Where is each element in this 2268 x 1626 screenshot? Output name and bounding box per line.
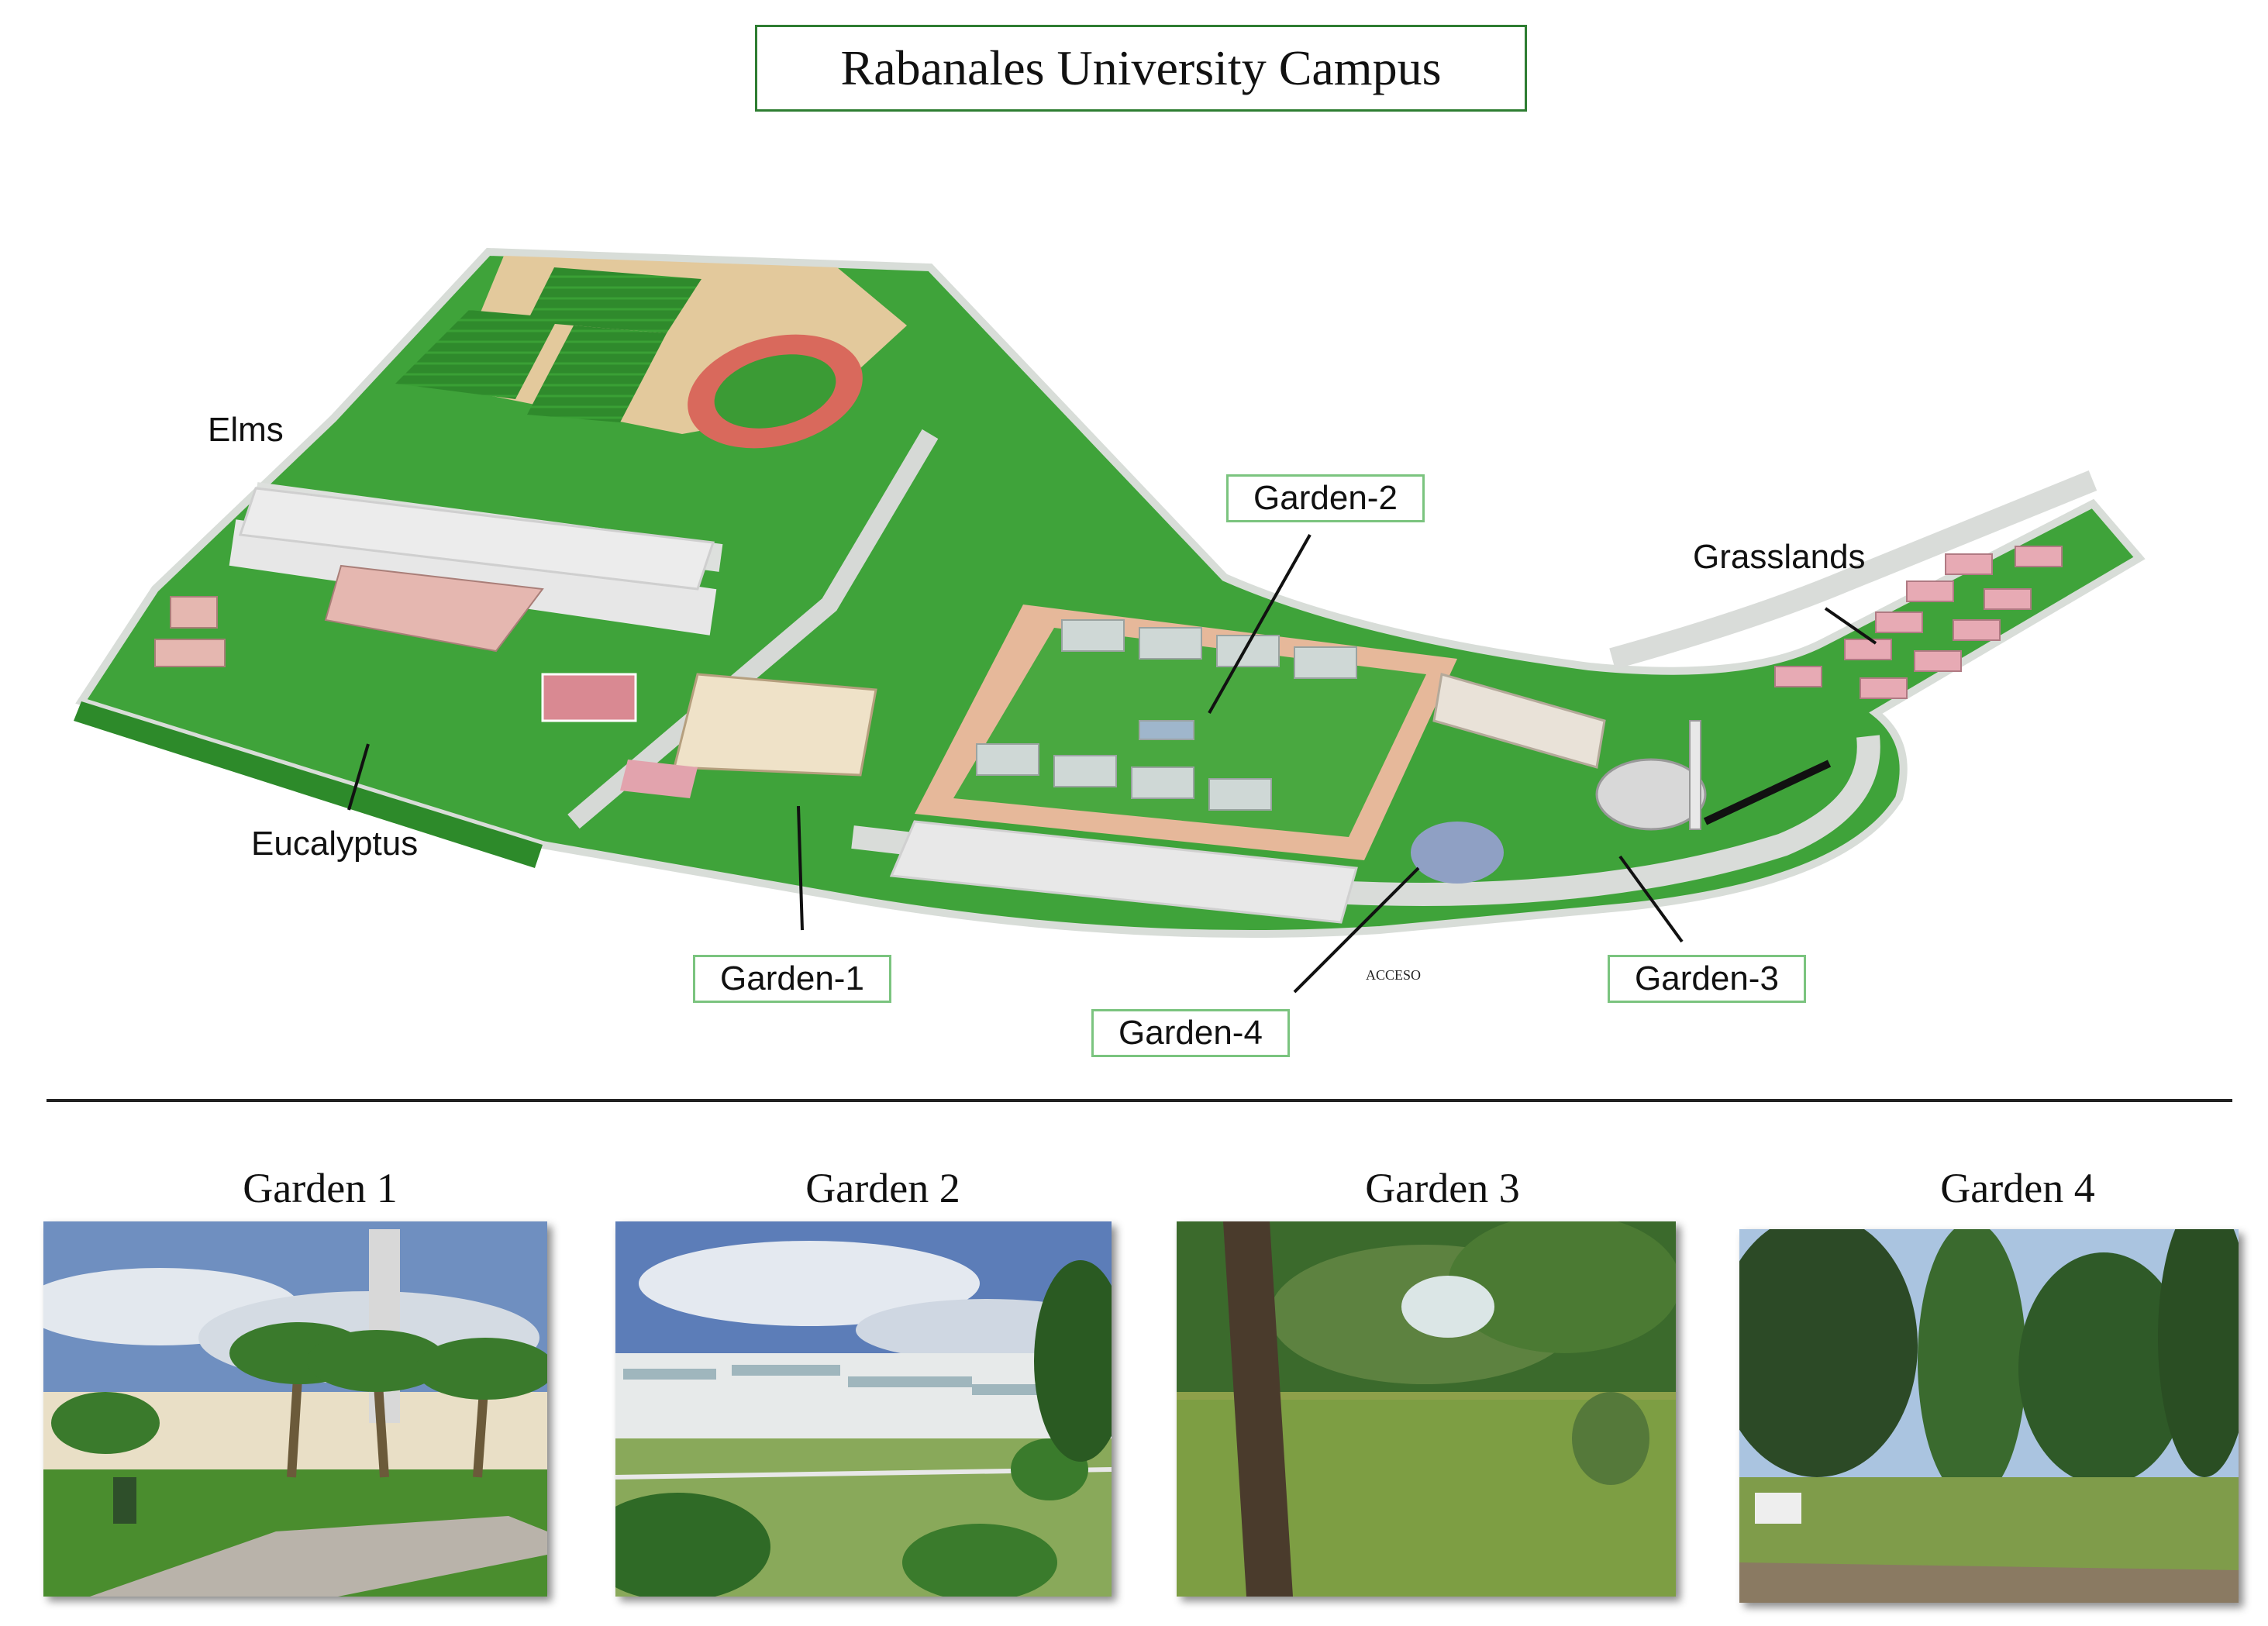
photo-caption-garden1: Garden 1 bbox=[243, 1165, 398, 1211]
garden4-label: Garden-4 bbox=[1091, 1009, 1290, 1057]
access-label: ACCESO bbox=[1366, 967, 1422, 983]
photo-caption-garden4: Garden 4 bbox=[1940, 1165, 2095, 1211]
sports-field bbox=[395, 310, 558, 399]
garden4-photo bbox=[1739, 1229, 2239, 1603]
garden2-photo bbox=[615, 1221, 1112, 1597]
west-buildings bbox=[154, 564, 544, 667]
garden1-label: Garden-1 bbox=[693, 955, 891, 1003]
main-road bbox=[567, 429, 939, 829]
perimeter-road bbox=[851, 735, 1880, 906]
tower bbox=[1689, 720, 1701, 830]
eucalyptus-label: Eucalyptus bbox=[251, 825, 419, 863]
sports-field bbox=[527, 267, 701, 333]
track-field bbox=[714, 354, 836, 429]
academic-buildings bbox=[976, 619, 1357, 811]
garden1-complex bbox=[673, 673, 877, 777]
pink-building bbox=[620, 760, 698, 798]
grassland-houses bbox=[1774, 546, 2063, 699]
grassland-road bbox=[1609, 470, 2097, 670]
garden3-photo bbox=[1177, 1221, 1676, 1597]
eucalyptus-band bbox=[74, 701, 543, 868]
photo-caption-garden2: Garden 2 bbox=[805, 1165, 960, 1211]
shadow-bar bbox=[1703, 760, 1832, 825]
garden3-label: Garden-3 bbox=[1608, 955, 1806, 1003]
garden2-label: Garden-2 bbox=[1226, 474, 1425, 522]
garden4-pond bbox=[1411, 822, 1504, 884]
elms-label: Elms bbox=[208, 411, 284, 449]
leader-lines bbox=[347, 534, 1877, 994]
photo-caption-garden3: Garden 3 bbox=[1365, 1165, 1520, 1211]
parking-strip bbox=[238, 487, 715, 591]
map-title: Rabanales University Campus bbox=[755, 25, 1527, 112]
tennis-court bbox=[541, 673, 637, 722]
campus-map bbox=[74, 247, 2146, 994]
grasslands-label: Grasslands bbox=[1693, 538, 1866, 576]
parking-south bbox=[889, 820, 1358, 924]
dome-building bbox=[1595, 758, 1707, 831]
section-divider bbox=[47, 1099, 2232, 1102]
sports-field bbox=[527, 326, 667, 422]
garden1-photo bbox=[43, 1221, 547, 1597]
east-building bbox=[1432, 673, 1606, 769]
main-road bbox=[229, 519, 717, 636]
